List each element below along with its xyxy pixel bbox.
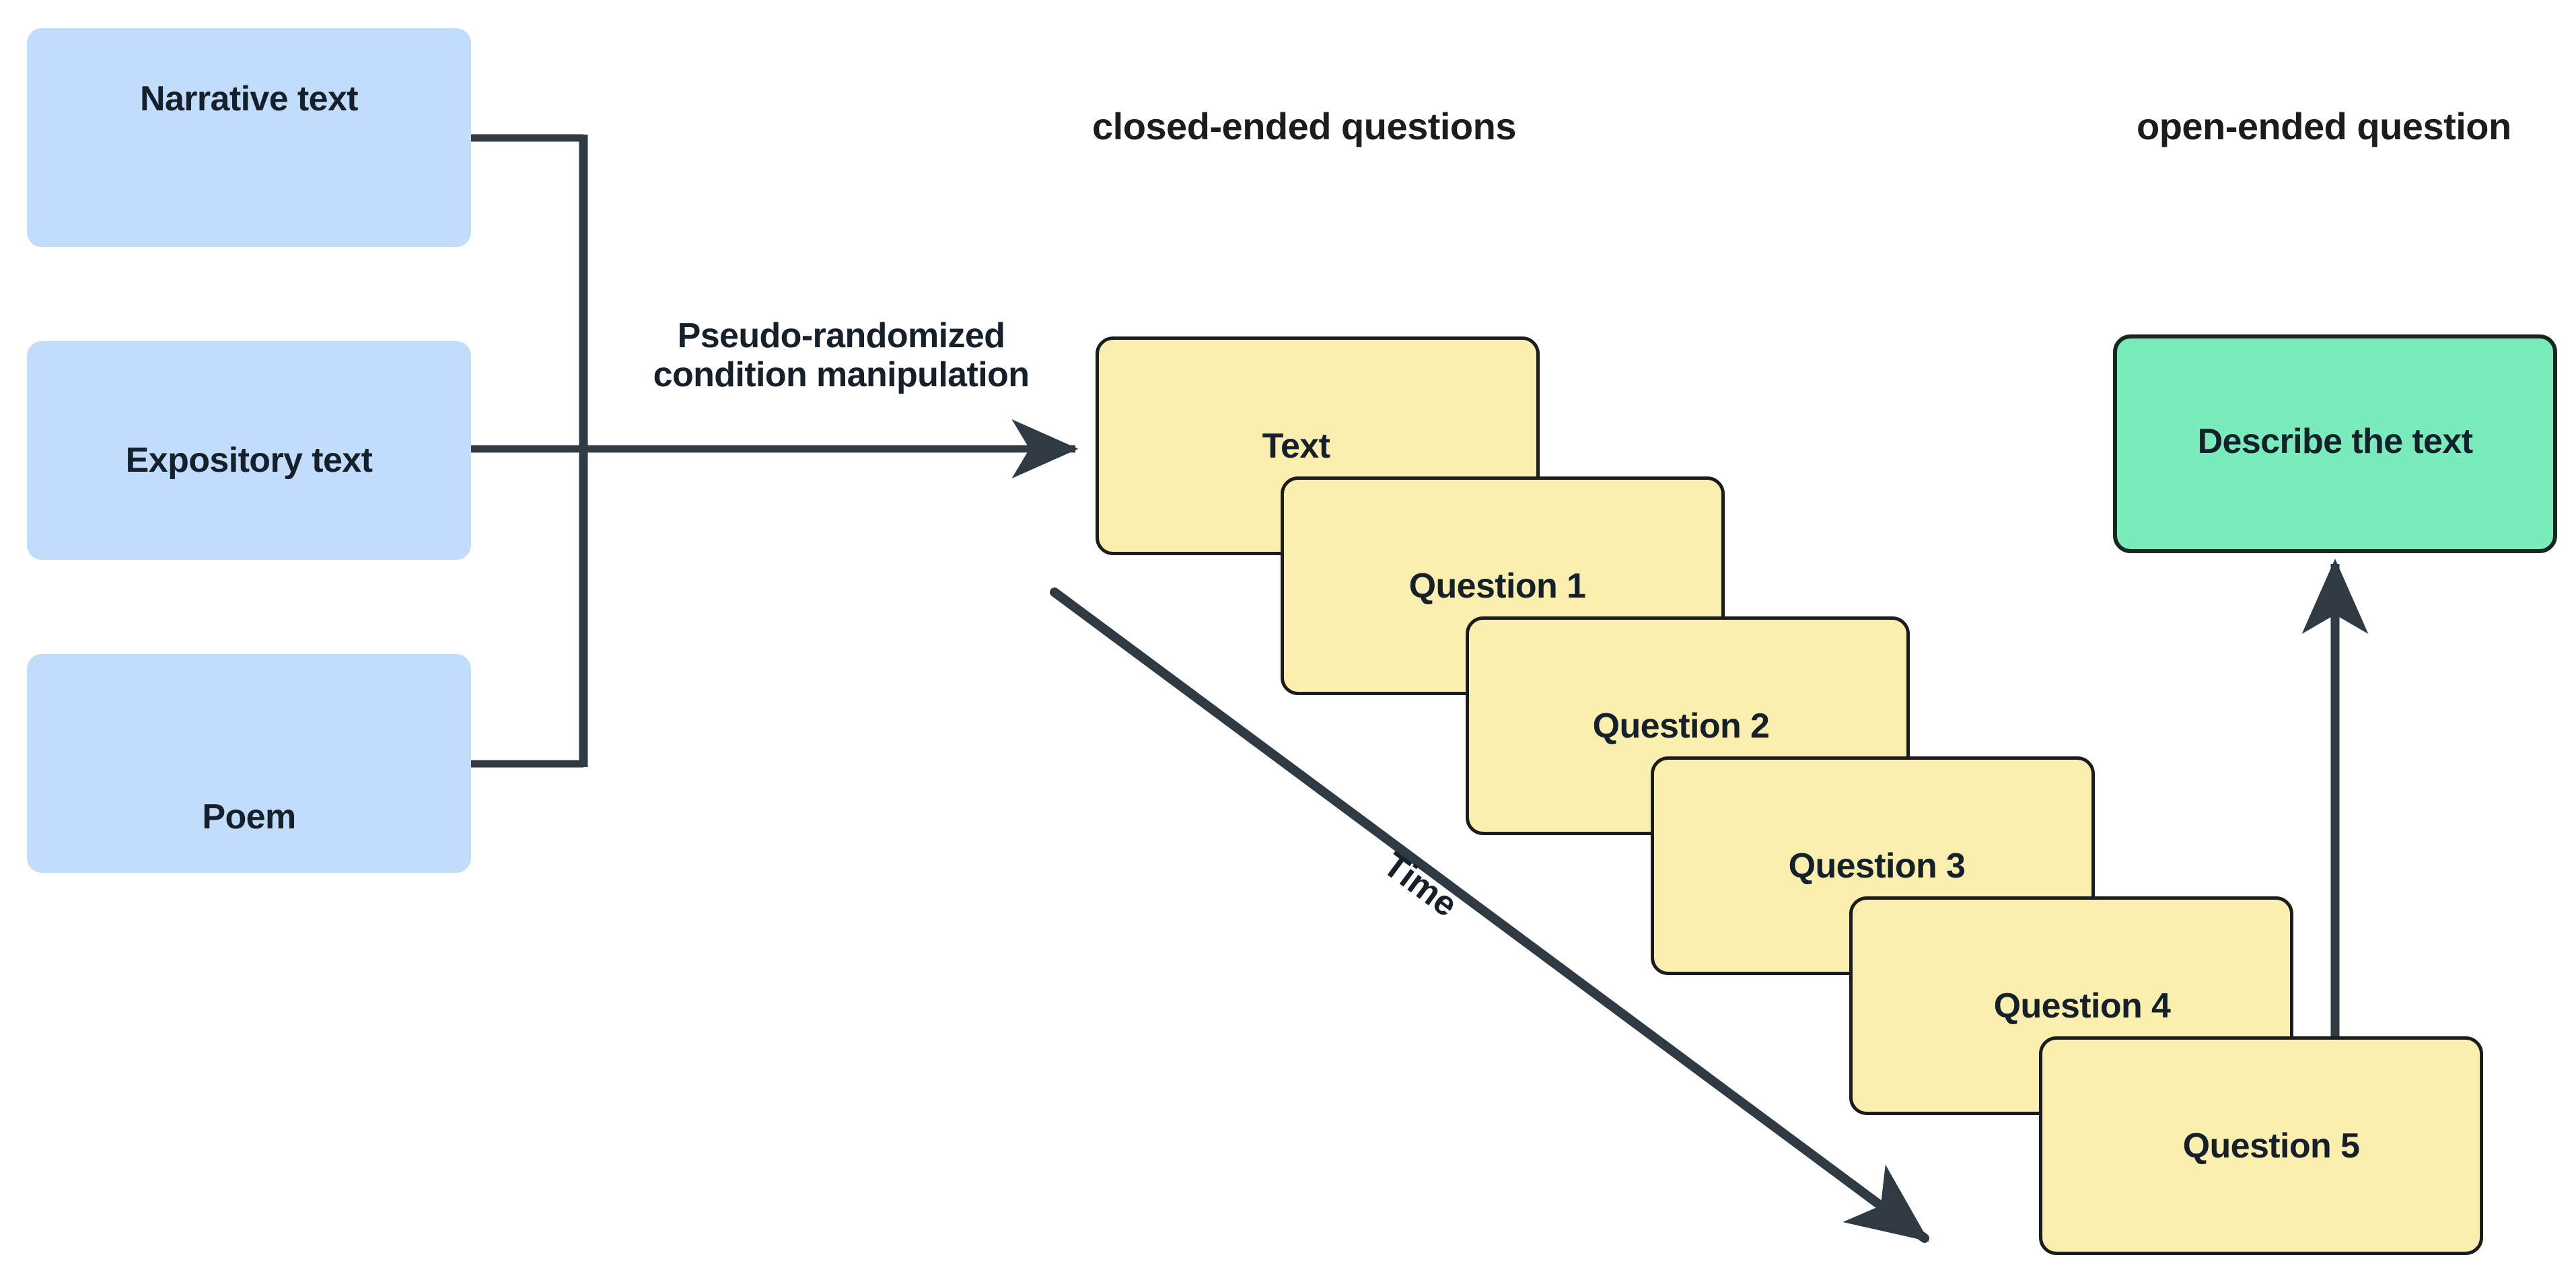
time-axis-label: Time xyxy=(1375,845,1465,925)
source-label: Poem xyxy=(202,797,296,836)
source-label: Expository text xyxy=(125,441,373,480)
card-label: Question 3 xyxy=(1788,847,1966,886)
manipulation-line-2: condition manipulation xyxy=(653,355,1030,395)
condition-manipulation-label: Pseudo-randomized condition manipulation xyxy=(619,316,1063,394)
card-label: Question 4 xyxy=(1993,987,2171,1026)
source-label: Narrative text xyxy=(140,79,359,118)
card-label: Question 2 xyxy=(1592,707,1770,746)
source-box-poem[interactable]: Poem xyxy=(27,654,471,873)
column-header-closed-ended: closed-ended questions xyxy=(1092,105,1517,147)
manipulation-line-1: Pseudo-randomized xyxy=(677,316,1005,355)
source-box-narrative-text[interactable]: Narrative text xyxy=(27,28,471,247)
stimulus-card-question-5[interactable]: Question 5 xyxy=(2039,1036,2483,1255)
source-box-expository-text[interactable]: Expository text xyxy=(27,341,471,560)
card-label: Question 5 xyxy=(2182,1127,2360,1166)
open-question-box-describe-the-text[interactable]: Describe the text xyxy=(2113,334,2557,553)
card-label: Question 1 xyxy=(1408,567,1586,606)
column-header-open-ended: open-ended question xyxy=(2137,105,2511,147)
target-label: Describe the text xyxy=(2197,422,2473,461)
card-label: Text xyxy=(1262,427,1330,466)
